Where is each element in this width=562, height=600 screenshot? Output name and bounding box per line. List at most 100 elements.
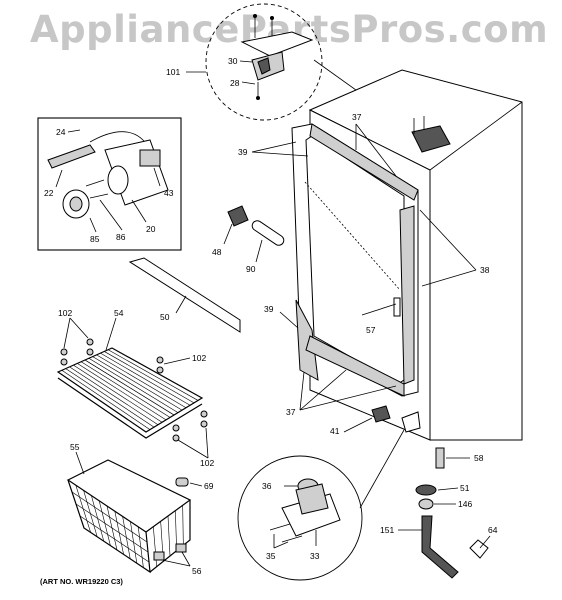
clip-102a-1 [60, 348, 68, 356]
shelf-wire [61, 370, 151, 430]
callout-28: 28 [230, 78, 240, 88]
dial-mount [107, 165, 129, 195]
leader-102b [163, 357, 191, 365]
hinge-bottom-small [401, 411, 421, 433]
basket-wire-horizontal [79, 515, 150, 563]
leader-56a [161, 559, 191, 567]
callout-56: 56 [192, 566, 202, 576]
clip-102b-2 [156, 366, 164, 374]
callout-labels: 101 30 28 24 22 43 85 86 20 37 39 48 90 … [44, 56, 498, 576]
shelf-wire-cross [84, 359, 175, 416]
leader-102c-2 [205, 427, 209, 459]
gasket-frame [291, 123, 419, 397]
shelf-wire [96, 354, 187, 408]
shelf-wire [65, 368, 155, 428]
leader-38-1 [419, 209, 477, 271]
shelf-front-edge [57, 377, 203, 439]
bottom-hinge-detail [237, 455, 363, 581]
callout-36: 36 [262, 481, 272, 491]
gasket-bottom-left [295, 299, 319, 381]
latch-57 [393, 297, 401, 317]
callout-37-bottom: 37 [286, 407, 296, 417]
callout-39-bottom: 39 [264, 304, 274, 314]
shelf-outline [56, 347, 204, 433]
leader-39b [279, 311, 299, 329]
clip-102c-1 [172, 424, 180, 432]
wire-basket [66, 451, 203, 574]
cap-51 [415, 484, 437, 496]
leader-64 [479, 535, 491, 549]
shelf-wire [88, 358, 179, 413]
top-hinge-detail [186, 3, 413, 131]
bottom-hinge-area [343, 405, 421, 509]
screw-86 [85, 179, 105, 187]
leader-102a-1 [63, 317, 71, 349]
leader-85 [89, 217, 97, 233]
clip-102c-4 [200, 420, 208, 428]
clip-102c-2 [172, 434, 180, 442]
leader-102a-2 [69, 317, 89, 339]
callout-35: 35 [266, 551, 276, 561]
knob-center [69, 196, 83, 212]
leader-51 [437, 487, 459, 491]
callout-20: 20 [146, 224, 156, 234]
hinge-pin-block [295, 483, 329, 515]
leader-30 [239, 60, 253, 63]
hinge-plate-top [240, 31, 314, 57]
hinge-block [257, 57, 271, 75]
leader-detail-bottom [359, 429, 405, 509]
leader-22 [55, 169, 63, 188]
callout-55: 55 [70, 442, 80, 452]
callout-48: 48 [212, 247, 222, 257]
shelf-wire [77, 363, 167, 421]
shelf-wire [73, 364, 163, 423]
leader-28 [241, 81, 256, 85]
callout-54: 54 [114, 308, 124, 318]
leader-90 [255, 239, 263, 263]
drain-tube-151 [421, 515, 459, 579]
callout-22: 22 [44, 188, 54, 198]
light-socket [227, 205, 249, 227]
leader-24 [67, 129, 81, 133]
clip-102a-4 [86, 348, 94, 356]
basket-wire-side [167, 515, 171, 557]
callout-51: 51 [460, 483, 470, 493]
basket-top [66, 459, 192, 533]
screw-35a [269, 523, 291, 531]
callout-146: 146 [458, 499, 472, 509]
leader-50 [175, 295, 187, 314]
art-number: (ART NO. WR19220 C3) [40, 577, 123, 586]
shelf-wire [69, 366, 159, 425]
screw-86b [89, 193, 109, 199]
hinge-cabinet-top [411, 125, 451, 153]
leader-56b [181, 551, 191, 567]
leader-86 [99, 199, 123, 231]
leader-20 [131, 199, 147, 223]
leader-38-2 [421, 269, 477, 287]
light-bulb [251, 220, 285, 246]
callout-90: 90 [246, 264, 256, 274]
detail-circle-bottom [237, 455, 363, 581]
washer-146 [418, 498, 434, 510]
gasket-top-rail [309, 123, 419, 201]
screw-head-3 [256, 96, 260, 100]
screw-head-1 [253, 14, 257, 18]
callout-43: 43 [164, 188, 174, 198]
sensor-clip [47, 144, 96, 169]
leader-55 [75, 451, 85, 475]
callout-151: 151 [380, 525, 394, 535]
callout-86: 86 [116, 232, 126, 242]
leg-58 [435, 447, 445, 469]
callout-33: 33 [310, 551, 320, 561]
basket-wires [71, 485, 184, 568]
shelf-wire [104, 351, 195, 404]
leader-37b-2 [299, 369, 347, 411]
callout-102-left: 102 [58, 308, 72, 318]
basket-stop-69 [175, 477, 189, 487]
callout-102-bottom: 102 [200, 458, 214, 468]
gasket-bottom-rail [305, 335, 405, 397]
clip-102a-2 [60, 358, 68, 366]
strip-50 [128, 257, 241, 333]
callout-39-top: 39 [238, 147, 248, 157]
